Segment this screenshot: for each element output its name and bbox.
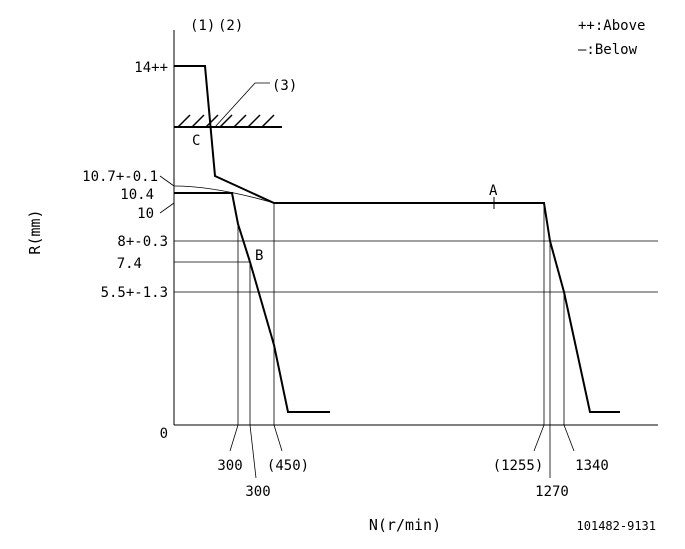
- y-tick-10: 10: [137, 206, 154, 222]
- drawing-code: 101482-9131: [577, 519, 656, 533]
- curve-below: [174, 192, 330, 413]
- annotation-c: C: [192, 133, 200, 149]
- y-axis-label: R(mm): [26, 209, 44, 254]
- x-tick-1340: 1340: [575, 458, 609, 474]
- leader-10: [159, 202, 175, 214]
- annotation-2: (2): [218, 18, 243, 34]
- y-tick-10-4: 10.4: [120, 187, 154, 203]
- annotation-b: B: [255, 248, 263, 264]
- y-tick-8: 8+-0.3: [117, 234, 168, 250]
- annotation-a: A: [489, 183, 498, 199]
- leader-3: [214, 82, 270, 128]
- y-tick-5-5: 5.5+-1.3: [101, 285, 168, 301]
- stopper-hatching: [177, 114, 275, 128]
- leader-x-300a: [229, 424, 239, 452]
- x-tick-1270: 1270: [535, 484, 569, 500]
- leader-x-1340: [563, 424, 575, 452]
- legend-above: ++:Above: [578, 18, 645, 34]
- leader-x-1255: [533, 424, 545, 452]
- y-tick-10-7: 10.7+-0.1: [82, 169, 158, 185]
- x-tick-1255: (1255): [493, 458, 544, 474]
- leader-10-7: [159, 175, 175, 187]
- y-tick-14: 14++: [134, 60, 168, 76]
- x-tick-450: (450): [267, 458, 309, 474]
- y-tick-0: 0: [160, 426, 168, 442]
- annotation-3: (3): [272, 78, 297, 94]
- annotation-1: (1): [190, 18, 215, 34]
- y-tick-7-4: 7.4: [117, 256, 142, 272]
- leader-x-450: [273, 424, 283, 452]
- curve-thin-connector: [173, 185, 275, 204]
- curve-above: [174, 65, 620, 413]
- legend-below: —:Below: [578, 42, 638, 58]
- x-tick-300b: 300: [245, 484, 270, 500]
- leader-x-300b: [249, 424, 257, 479]
- x-tick-300a: 300: [217, 458, 242, 474]
- x-axis-label: N(r/min): [369, 516, 441, 534]
